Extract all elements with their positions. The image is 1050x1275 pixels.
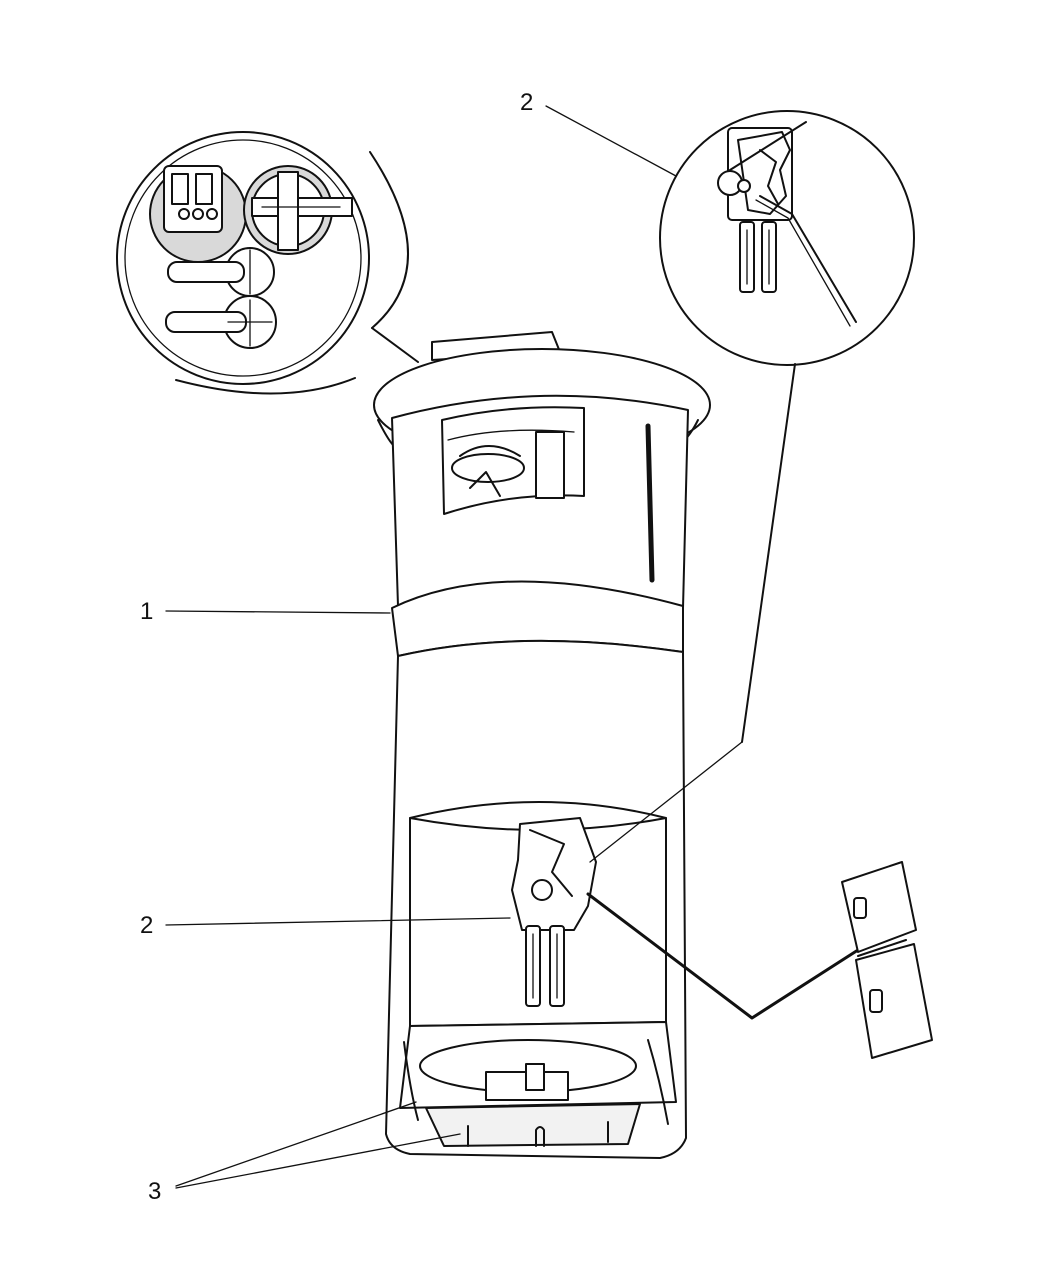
callout-3: 3 xyxy=(148,1101,461,1205)
callout-2-mid: 2 xyxy=(140,912,511,939)
callout-label-2-top: 2 xyxy=(520,89,533,116)
fuel-pump-module-body xyxy=(373,331,933,1159)
callout-label-1: 1 xyxy=(140,598,153,625)
callout-label-2-mid: 2 xyxy=(140,912,153,939)
sensor-detail-bubble xyxy=(659,110,915,743)
callout-label-3: 3 xyxy=(148,1178,161,1205)
callout-1: 1 xyxy=(140,598,391,625)
fuel-float xyxy=(841,861,933,1059)
callout-2-top: 2 xyxy=(520,89,677,177)
port-detail-bubble xyxy=(116,131,419,395)
